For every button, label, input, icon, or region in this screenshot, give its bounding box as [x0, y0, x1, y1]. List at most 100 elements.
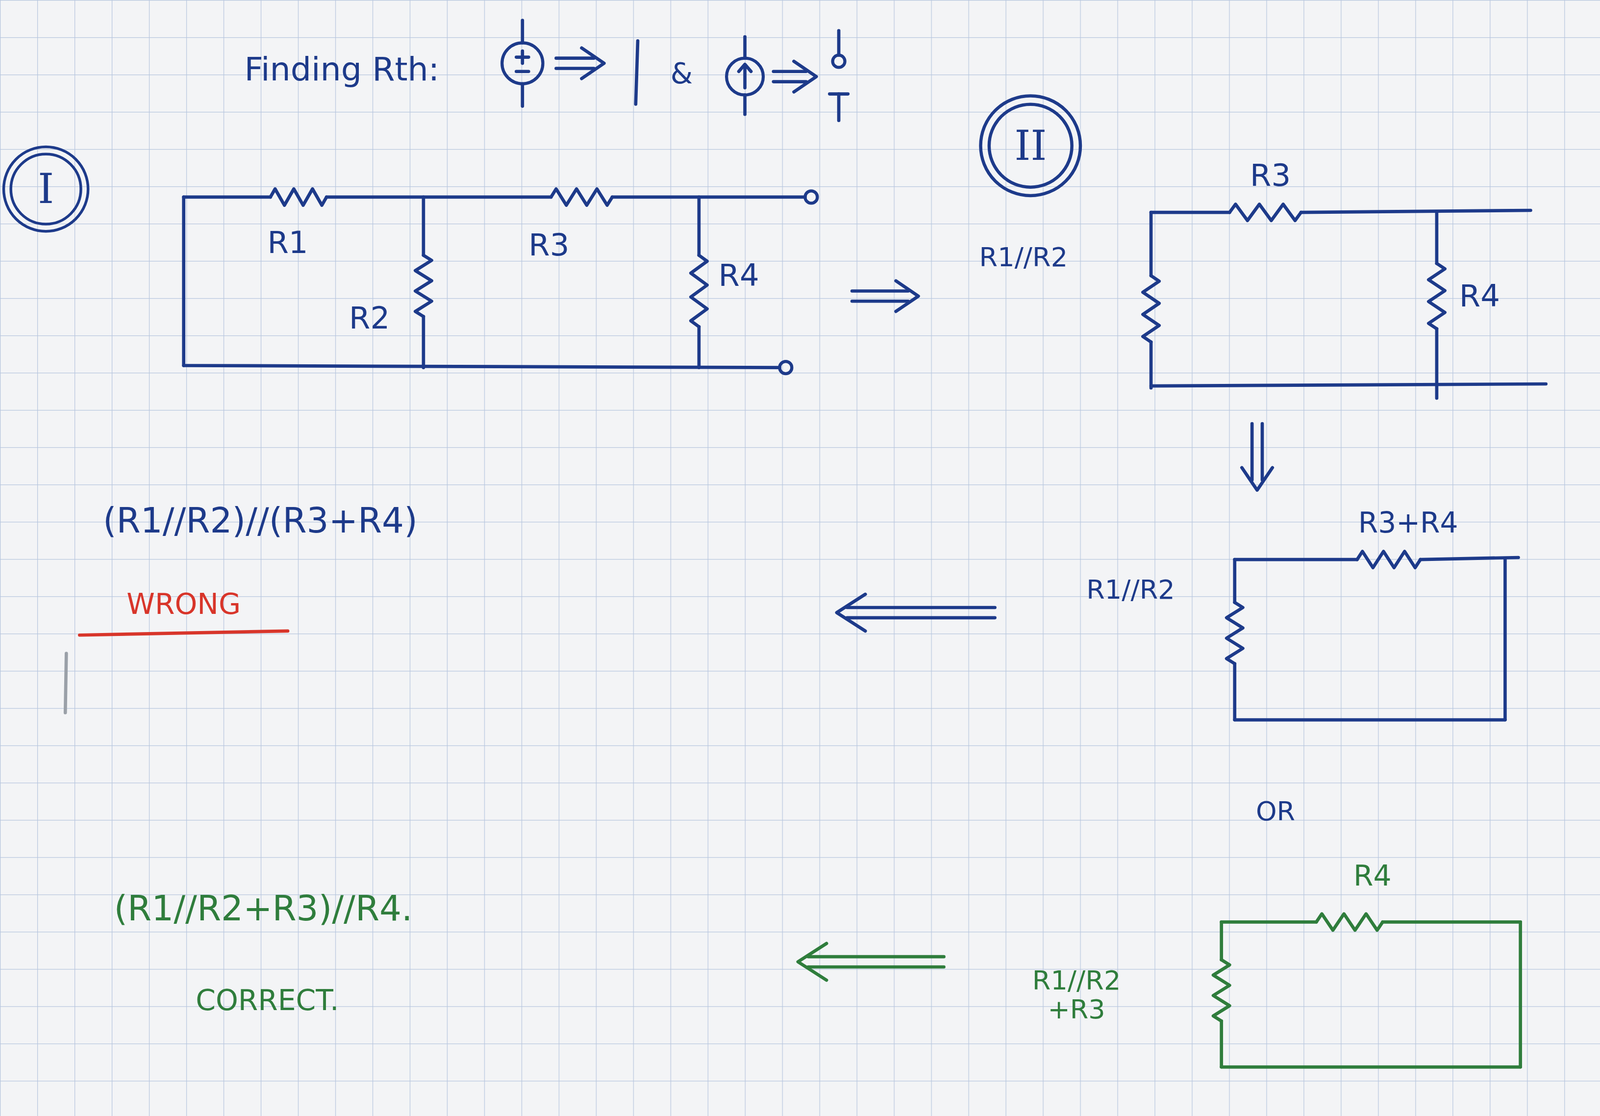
implies-arrow [851, 299, 908, 303]
resistor-symbol [690, 255, 707, 327]
wire [1232, 663, 1237, 721]
numeral: I [37, 165, 54, 213]
wire [422, 316, 426, 368]
current-source-symbol [726, 58, 764, 96]
resistor-label: R1 [267, 225, 308, 260]
resistor-label: R4 [1459, 278, 1500, 313]
open-circuit-terminal [832, 54, 846, 68]
outer-ring [980, 96, 1081, 196]
voltage-source-symbol [501, 42, 543, 84]
terminal [779, 361, 792, 374]
implies-arrow [847, 605, 996, 610]
resistor-label: R1//R2 [1086, 575, 1175, 605]
wire [1150, 210, 1230, 215]
source-lead [743, 95, 747, 115]
implies-arrow [1250, 423, 1254, 480]
wire [1219, 1020, 1224, 1067]
heading: Finding Rth: [244, 51, 440, 88]
resistor-label: R1//R2 +R3 [1015, 965, 1138, 1025]
open-circuit-symbol [837, 94, 841, 121]
verdict: CORRECT. [195, 984, 339, 1016]
wire [1518, 921, 1523, 1067]
wire [1300, 210, 1531, 213]
current-arrow [738, 64, 751, 72]
wire [1435, 328, 1439, 399]
wire [1150, 383, 1547, 386]
inner-ring [989, 104, 1073, 188]
resistor-symbol [1226, 602, 1243, 664]
wire [422, 197, 426, 256]
source-lead [520, 20, 525, 44]
implies-arrow [581, 48, 605, 79]
minus-sign [516, 69, 529, 74]
resistor-label: R3+R4 [1358, 506, 1459, 539]
implies-arrow [851, 289, 908, 293]
terminal [804, 190, 818, 203]
implies-arrow [555, 66, 594, 71]
wire [1232, 559, 1237, 602]
wire [183, 365, 780, 368]
wire [1219, 921, 1224, 960]
wire [1503, 559, 1507, 720]
wire [1382, 920, 1521, 924]
resistor-symbol [1428, 263, 1445, 329]
resistor-label: R3 [1250, 158, 1291, 193]
equation: (R1//R2+R3)//R4. [113, 889, 413, 928]
wire [1149, 212, 1153, 276]
implies-arrow [808, 954, 945, 959]
wire [183, 195, 271, 200]
implies-arrow [1241, 467, 1273, 491]
wire [1221, 1065, 1521, 1069]
implies-arrow [808, 965, 945, 969]
connector-word: OR [1255, 796, 1296, 826]
resistor-symbol [1213, 959, 1230, 1021]
outer-ring [3, 146, 89, 231]
resistor-label: R4 [718, 258, 760, 293]
wire [1234, 557, 1358, 562]
current-arrow [743, 65, 747, 88]
resistor-symbol [550, 188, 613, 205]
resistor-label: R1//R2 [979, 242, 1069, 273]
implies-arrow [1260, 423, 1265, 480]
wire [1149, 342, 1153, 389]
implies-arrow [773, 69, 807, 74]
resistor-symbol [1357, 550, 1421, 568]
circled-numeral: I [0, 144, 91, 234]
wire [612, 195, 805, 200]
implies-arrow [896, 280, 919, 312]
open-circuit-symbol [837, 30, 841, 55]
implies-arrow [555, 56, 594, 60]
resistor-symbol [1229, 203, 1301, 221]
equation: (R1//R2)//(R3+R4) [102, 501, 418, 540]
plus-sign [516, 55, 529, 59]
resistor-symbol [1142, 275, 1159, 342]
underline [79, 630, 288, 635]
implies-arrow [847, 615, 996, 620]
implies-arrow [794, 61, 817, 92]
short-circuit-symbol [635, 40, 638, 104]
resistor-symbol [415, 255, 432, 317]
resistor-label: R2 [349, 301, 390, 336]
wire [181, 197, 186, 366]
connector-word: & [670, 57, 693, 90]
numeral: II [1014, 122, 1048, 170]
implies-arrow [798, 943, 827, 980]
wire [1221, 920, 1317, 924]
stray-mark [65, 653, 67, 713]
implies-arrow [773, 79, 807, 84]
source-lead [520, 83, 525, 107]
resistor-label: R3 [528, 227, 570, 262]
implies-arrow [836, 594, 866, 631]
verdict: WRONG [126, 588, 241, 620]
wire [1234, 718, 1506, 722]
circled-numeral: II [977, 92, 1084, 199]
resistor-label: R4 [1353, 859, 1392, 892]
wire [326, 195, 551, 200]
source-lead [743, 36, 747, 59]
wire [1435, 212, 1439, 264]
resistor-symbol [270, 188, 327, 205]
wire [697, 197, 701, 256]
wire [697, 326, 701, 368]
